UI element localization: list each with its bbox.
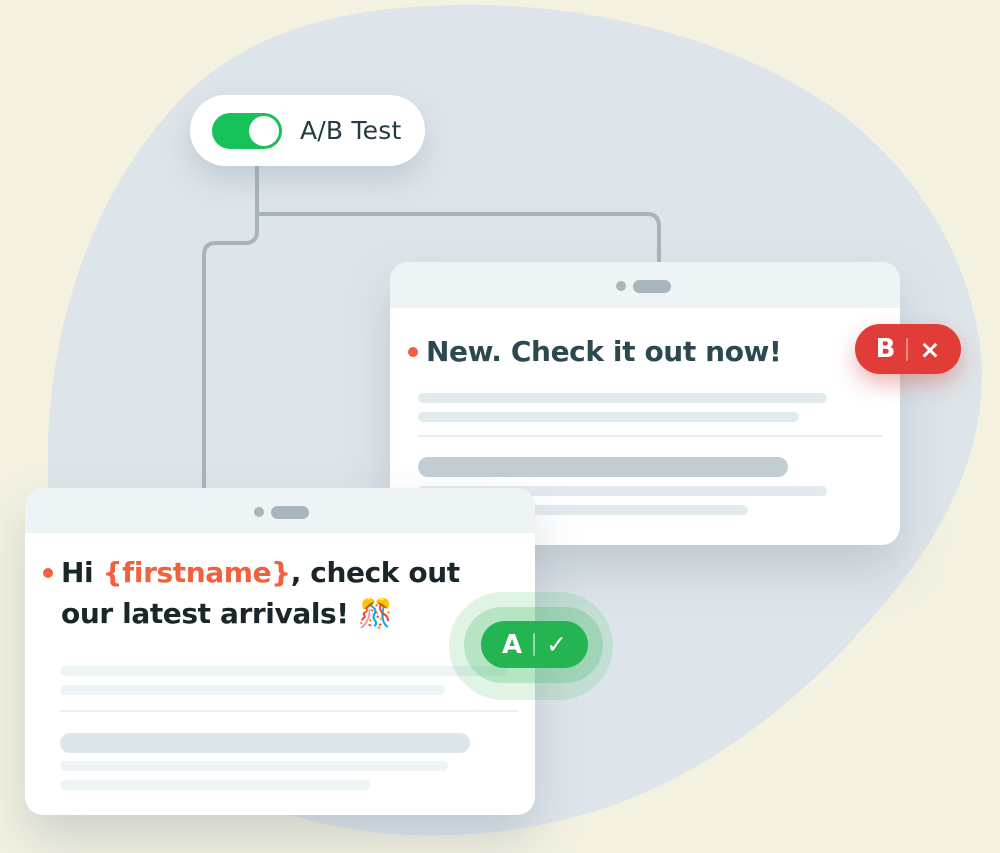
variant-a-badge[interactable]: A ✓: [481, 621, 588, 668]
text-placeholder-line: [418, 393, 827, 403]
badge-divider: [533, 633, 536, 656]
text-placeholder-line: [60, 761, 448, 771]
variant-b-subject: New. Check it out now!: [426, 335, 782, 368]
divider-line: [418, 435, 883, 437]
ab-test-label: A/B Test: [300, 116, 402, 145]
text-placeholder-line: [60, 780, 370, 790]
ab-test-toggle-pill: A/B Test: [190, 95, 425, 166]
check-icon: ✓: [546, 630, 568, 659]
variant-a-subject-row: Hi {firstname}, check out our latest arr…: [43, 552, 501, 634]
window-dot-decoration: [616, 281, 626, 291]
variant-b-letter: B: [875, 334, 896, 364]
unread-bullet-icon: [408, 347, 418, 357]
text-placeholder-line: [60, 666, 508, 676]
window-dot-decoration: [254, 507, 264, 517]
confetti-emoji: 🎊: [358, 597, 393, 630]
variant-a-letter: A: [501, 629, 523, 660]
personalization-token: {firstname}: [102, 556, 292, 589]
text-placeholder-line: [418, 412, 799, 422]
window-bar-decoration: [271, 506, 309, 519]
variant-b-badge[interactable]: B ×: [855, 324, 961, 374]
subject-rest: , check out our latest arrivals!: [61, 556, 460, 630]
window-header: [25, 488, 535, 533]
text-placeholder-line-emphasis: [418, 457, 788, 477]
text-placeholder-line: [418, 505, 748, 515]
variant-a-subject: Hi {firstname}, check out our latest arr…: [61, 552, 501, 634]
close-icon: ×: [919, 334, 941, 364]
divider-line: [60, 710, 518, 712]
subject-prefix: Hi: [61, 556, 103, 589]
text-placeholder-line: [418, 486, 827, 496]
window-header: [390, 262, 900, 308]
ab-test-toggle-switch[interactable]: [212, 112, 282, 149]
toggle-knob: [249, 115, 279, 146]
text-placeholder-line: [60, 685, 445, 695]
variant-b-subject-row: New. Check it out now!: [408, 332, 782, 372]
unread-bullet-icon: [43, 568, 53, 578]
badge-divider: [906, 337, 909, 361]
window-bar-decoration: [633, 280, 671, 293]
text-placeholder-line-emphasis: [60, 733, 470, 753]
email-variant-a-card: Hi {firstname}, check out our latest arr…: [25, 488, 613, 815]
